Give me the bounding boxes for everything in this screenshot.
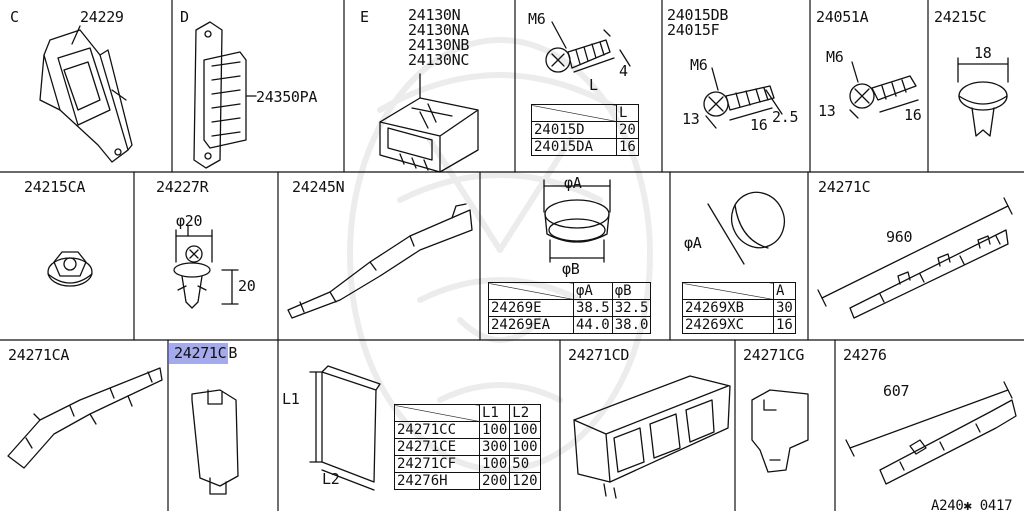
part-number-label: 24130N bbox=[408, 6, 461, 24]
dimension-label: φA bbox=[564, 174, 582, 192]
cell-24350pa[interactable]: D 24350PA bbox=[172, 0, 344, 172]
connector-24130n-drawing bbox=[379, 73, 479, 173]
part-number-label: 24227R bbox=[156, 178, 209, 196]
part-number-label: 24350PA bbox=[256, 88, 318, 106]
cell-24271c[interactable]: 24271C 960 bbox=[808, 172, 1024, 340]
part-number-label: 24271C bbox=[818, 178, 871, 196]
dimension-label: 13 bbox=[818, 102, 836, 120]
footer-code: A240✱ 0417 bbox=[931, 498, 1013, 511]
part-number-label: 24015F bbox=[667, 21, 720, 39]
cell-24215ca[interactable]: 24215CA bbox=[0, 172, 134, 340]
protector-24276-drawing bbox=[845, 381, 1017, 485]
dimension-label: 16 bbox=[750, 116, 768, 134]
dimension-label: φB bbox=[562, 260, 580, 278]
section-letter: E bbox=[360, 8, 369, 26]
part-number-label: 24051A bbox=[816, 8, 869, 26]
cell-24051a[interactable]: 24051A M6 13 16 bbox=[810, 0, 928, 172]
dimension-label: 16 bbox=[904, 106, 922, 124]
protector-24245n-drawing bbox=[287, 203, 473, 319]
cell-24130n[interactable]: E 24130N 24130NA 24130NB 24130NC bbox=[344, 0, 515, 172]
cell-24245n[interactable]: 24245N bbox=[278, 172, 480, 340]
thread-label: M6 bbox=[528, 10, 546, 28]
cell-24271cd[interactable]: 24271CD bbox=[560, 340, 735, 511]
cell-24227r[interactable]: 24227R φ20 20 bbox=[134, 172, 278, 340]
protector-24271cb-drawing bbox=[191, 389, 239, 495]
cell-24276[interactable]: 24276 607 A240✱ 0417 bbox=[835, 340, 1024, 511]
dimension-label: L2 bbox=[322, 470, 340, 488]
dimension-label: 18 bbox=[974, 44, 992, 62]
thread-label: M6 bbox=[690, 56, 708, 74]
connector-24350pa-drawing bbox=[193, 21, 257, 169]
pad-24271cc-drawing bbox=[309, 365, 381, 491]
part-number-label: 24271CA bbox=[8, 346, 70, 364]
cell-24215c[interactable]: 24215C 18 bbox=[928, 0, 1024, 172]
section-letter: C bbox=[10, 8, 19, 26]
clip-24271cg-drawing bbox=[751, 389, 809, 473]
dimension-label: φ20 bbox=[176, 212, 203, 230]
thread-label: M6 bbox=[826, 48, 844, 66]
protector-24271cd-drawing bbox=[573, 375, 731, 499]
section-letter: D bbox=[180, 8, 189, 26]
cell-24015db[interactable]: 24015DB 24015F M6 13 16 2.5 bbox=[662, 0, 810, 172]
part-number-label: 24130NB bbox=[408, 36, 470, 54]
part-number-label: 24276 bbox=[843, 346, 887, 364]
bracket-24229-drawing bbox=[39, 25, 133, 163]
clip-24227r-drawing bbox=[173, 225, 239, 309]
protector-24271c-drawing bbox=[817, 197, 1013, 319]
dimension-label: φA bbox=[684, 234, 702, 252]
dimension-label: 4 bbox=[619, 62, 628, 80]
highlighted-part-number[interactable]: 24271C bbox=[168, 343, 229, 364]
dimension-label: L bbox=[589, 76, 598, 94]
part-number-label: 24215CA bbox=[24, 178, 86, 196]
part-number-label: 24130NC bbox=[408, 51, 470, 69]
dimension-label: 13 bbox=[682, 110, 700, 128]
cell-24271ca[interactable]: 24271CA bbox=[0, 340, 168, 511]
bolt-24015d-drawing bbox=[545, 21, 631, 73]
nut-24215ca-drawing bbox=[47, 251, 93, 287]
dimension-label: 2.5 bbox=[772, 108, 799, 126]
clip-24215c-drawing bbox=[957, 57, 1009, 137]
cell-24271cg[interactable]: 24271CG bbox=[735, 340, 835, 511]
dimension-label: 607 bbox=[883, 382, 910, 400]
part-number-label: 24271CD bbox=[568, 346, 630, 364]
dimension-label: L1 bbox=[282, 390, 300, 408]
bolt-24015db-drawing bbox=[703, 67, 783, 129]
cell-24229[interactable]: C 24229 bbox=[0, 0, 172, 172]
bolt-24051a-drawing bbox=[849, 61, 919, 119]
part-number-label: 24271CG bbox=[743, 346, 805, 364]
part-number-label: 24245N bbox=[292, 178, 345, 196]
dimension-label: 20 bbox=[238, 277, 256, 295]
grommet-24269e-drawing bbox=[543, 179, 611, 263]
part-number-label: 24015DB bbox=[667, 6, 729, 24]
protector-24271ca-drawing bbox=[7, 367, 163, 469]
part-number-label: 24229 bbox=[80, 8, 124, 26]
plug-24269xb-drawing bbox=[707, 191, 786, 265]
part-number-label: 24130NA bbox=[408, 21, 470, 39]
dimension-label: 960 bbox=[886, 228, 913, 246]
part-number-label: 24215C bbox=[934, 8, 987, 26]
